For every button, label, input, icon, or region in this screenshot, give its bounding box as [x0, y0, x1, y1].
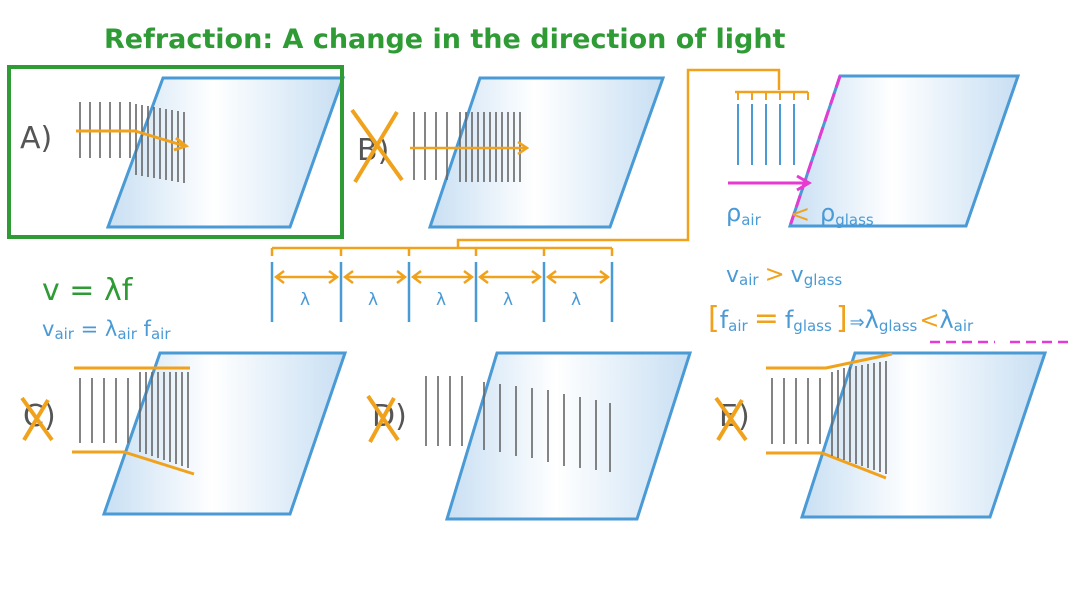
- density-rho-air: ρair: [726, 199, 762, 229]
- wave-equation: v = λf: [42, 273, 134, 308]
- panel-a-highlight-box: [7, 65, 344, 239]
- glass-slab-a: [105, 76, 346, 229]
- comb-teeth: [737, 92, 809, 100]
- wavelength-label-4: λ: [503, 290, 513, 310]
- wavelength-label-2: λ: [368, 290, 378, 310]
- wavelength-label-3: λ: [436, 290, 446, 310]
- panel-e-wavefronts: [771, 361, 887, 474]
- speed-comparison: vair>vglass: [726, 260, 842, 289]
- wavelength-ticks: [270, 248, 614, 256]
- panel-e-cross-icon: [714, 396, 748, 442]
- air-wave-equation: vair = λair fair: [42, 317, 171, 343]
- wavelength-label-1: λ: [300, 290, 310, 310]
- density-less-than: <: [790, 200, 810, 228]
- panel-d-wavefronts: [425, 376, 611, 472]
- panel-b-ray-arrowhead: [517, 140, 530, 156]
- density-rho-glass: ρglass: [820, 199, 874, 229]
- frequency-relation: [fair=fglass]⇒λglass<λair: [708, 301, 974, 336]
- glass-slab-top-right: [787, 74, 1021, 228]
- glass-slab-d: [444, 351, 693, 521]
- panel-e-bottom-edge: [766, 451, 887, 480]
- panel-c-cross-icon: [20, 396, 54, 442]
- diagram-title: Refraction: A change in the direction of…: [104, 24, 786, 55]
- panel-d-cross-icon: [366, 394, 400, 443]
- glass-slab-b: [427, 76, 666, 229]
- magenta-arrowhead: [796, 174, 812, 192]
- wavelength-verticals: [270, 262, 614, 322]
- top-right-wavefronts: [737, 104, 795, 165]
- connector-bracket: [456, 68, 781, 248]
- panel-a-ray-arrowhead: [173, 136, 190, 152]
- boundary-dashed: [788, 75, 842, 227]
- panel-a-ray: [76, 129, 186, 148]
- panel-e-top-edge: [766, 352, 893, 370]
- wavelength-label-5: λ: [571, 290, 581, 310]
- panel-c-wavefronts: [79, 372, 189, 468]
- wavelength-arrows: [273, 270, 611, 284]
- panel-a-label: A): [20, 121, 52, 156]
- panel-c-bottom-edge: [72, 450, 195, 476]
- panel-b-cross-icon: [350, 108, 404, 184]
